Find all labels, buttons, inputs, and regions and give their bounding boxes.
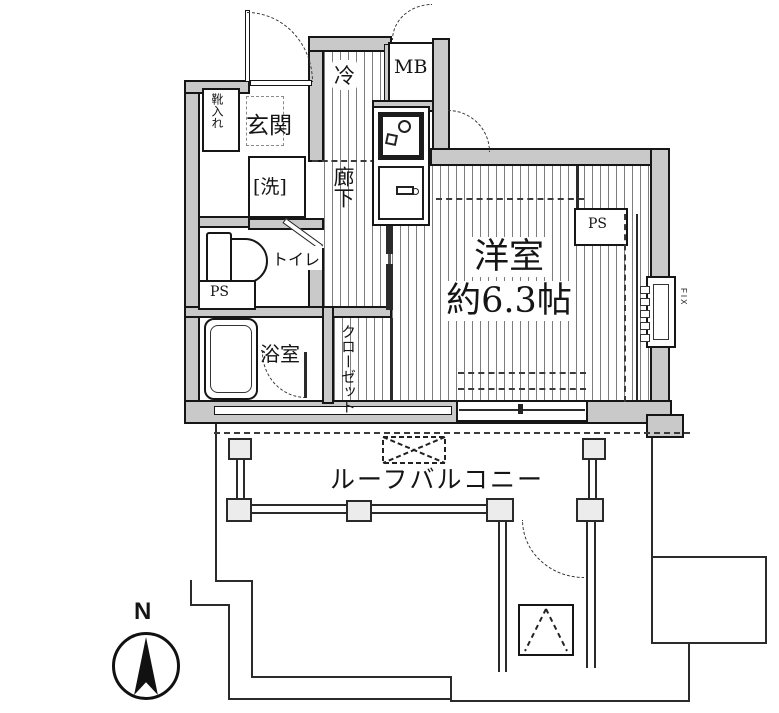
- outline-a5: [450, 676, 452, 702]
- railing-post-5: [576, 498, 604, 522]
- sliding-door-handle: [518, 404, 523, 414]
- balcony-gate-arc: [522, 520, 584, 578]
- meter-box-door-arc: [392, 4, 432, 40]
- pipe-space-room-box: [574, 208, 628, 246]
- entrance-label: 玄関: [246, 113, 292, 139]
- washer-box: [248, 156, 306, 218]
- railing-post-3: [346, 500, 372, 522]
- room-partition-upper: [386, 212, 393, 254]
- wall-fridge-left: [308, 36, 324, 162]
- genkan-step-line: [312, 160, 386, 162]
- closet-front-line: [390, 318, 393, 404]
- toilet-label: トイレ: [270, 246, 323, 270]
- railing-post-2: [226, 498, 252, 522]
- passage-fence-right: [586, 510, 596, 668]
- outline-right-rect-top: [651, 556, 767, 558]
- window-pane-mark-3: [640, 310, 650, 318]
- window-pane-mark-2: [640, 298, 650, 306]
- room-sliding-door: [388, 250, 391, 268]
- bath-door-panel: [304, 352, 307, 398]
- shoe-cabinet: [202, 88, 240, 152]
- meter-box-label: MB: [394, 56, 428, 78]
- outline-b4: [228, 698, 452, 700]
- outline-a4: [251, 676, 452, 678]
- sink-faucet-knob: [412, 188, 419, 195]
- outline-a3: [251, 580, 253, 678]
- railing-post-6: [582, 438, 606, 460]
- stove-burner-1: [398, 120, 411, 133]
- bathtub-inner: [210, 325, 252, 393]
- refrigerator-label: 冷: [332, 60, 357, 90]
- entrance-door-arc: [247, 12, 313, 82]
- window-pane-mark-4: [640, 322, 650, 330]
- stove-burner-2: [384, 132, 399, 147]
- wall-bath-closet: [322, 306, 334, 404]
- fix-window-inner: [653, 284, 669, 340]
- room-bottom-dash-2: [458, 388, 586, 390]
- corridor-label: 廊下: [331, 166, 355, 208]
- railing-post-4: [486, 498, 514, 522]
- passage-fence-left: [498, 518, 507, 672]
- room-bottom-dash-1: [458, 372, 586, 374]
- toilet-bowl: [230, 238, 268, 284]
- pipe-space-room-label: PS: [588, 216, 608, 232]
- outline-b2: [190, 604, 230, 606]
- room-right-dash-line: [624, 214, 626, 402]
- railing-bottom-horizontal: [238, 504, 514, 514]
- room-right-solid-line: [636, 214, 638, 402]
- outline-right-rect-bottom: [651, 642, 767, 644]
- ps2-wall-stub: [576, 166, 579, 210]
- fix-window-label: FIX: [679, 288, 688, 307]
- wall-fridge-top: [308, 36, 392, 52]
- wall-left: [184, 80, 200, 424]
- bathroom-label: 浴室: [260, 342, 300, 366]
- wall-toilet-top: [198, 216, 252, 228]
- outline-right-rect-right: [765, 556, 767, 644]
- hatch-crossbox: [382, 436, 446, 464]
- ceiling-beam-dash: [436, 198, 584, 200]
- outline-a7: [688, 642, 690, 702]
- pipe-space-toilet-box: [198, 280, 256, 310]
- outline-a1: [215, 424, 217, 582]
- shoe-storage-label: 靴入れ: [210, 93, 224, 129]
- meter-box: [388, 42, 434, 102]
- closet-label: クローゼット: [339, 324, 357, 414]
- compass-north-label: N: [134, 598, 152, 625]
- railing-post-1: [228, 438, 252, 460]
- closet-floor: [334, 318, 390, 402]
- outline-a2: [215, 580, 253, 582]
- outline-right-vertical: [651, 430, 653, 644]
- window-pane-mark-5: [640, 334, 650, 342]
- outline-a6: [450, 700, 690, 702]
- room-partition-lower: [386, 264, 393, 310]
- main-room-name: 洋室: [471, 237, 546, 277]
- wall-bottom-right-step: [646, 414, 684, 438]
- main-room-size: 約6.3帖: [444, 280, 574, 321]
- pipe-space-toilet-label: PS: [210, 284, 230, 300]
- fix-window: [646, 276, 676, 348]
- main-room-label: 洋室 約6.3帖: [424, 236, 594, 324]
- outline-b3: [228, 604, 230, 700]
- window-pane-mark-1: [640, 286, 650, 294]
- genkan-cabinet-dashes: [246, 96, 284, 146]
- outline-b1: [190, 580, 192, 606]
- balcony-boundary-dash: [214, 432, 690, 434]
- roof-balcony-label: ルーフバルコニー: [330, 465, 545, 494]
- roof-hatch-box: [518, 604, 574, 656]
- room-corner-door-arc: [448, 110, 490, 152]
- stove: [378, 112, 424, 160]
- washer-label: [洗]: [253, 176, 287, 198]
- bath-window-strip: [214, 406, 452, 415]
- roof-hatch-triangle: [524, 608, 568, 652]
